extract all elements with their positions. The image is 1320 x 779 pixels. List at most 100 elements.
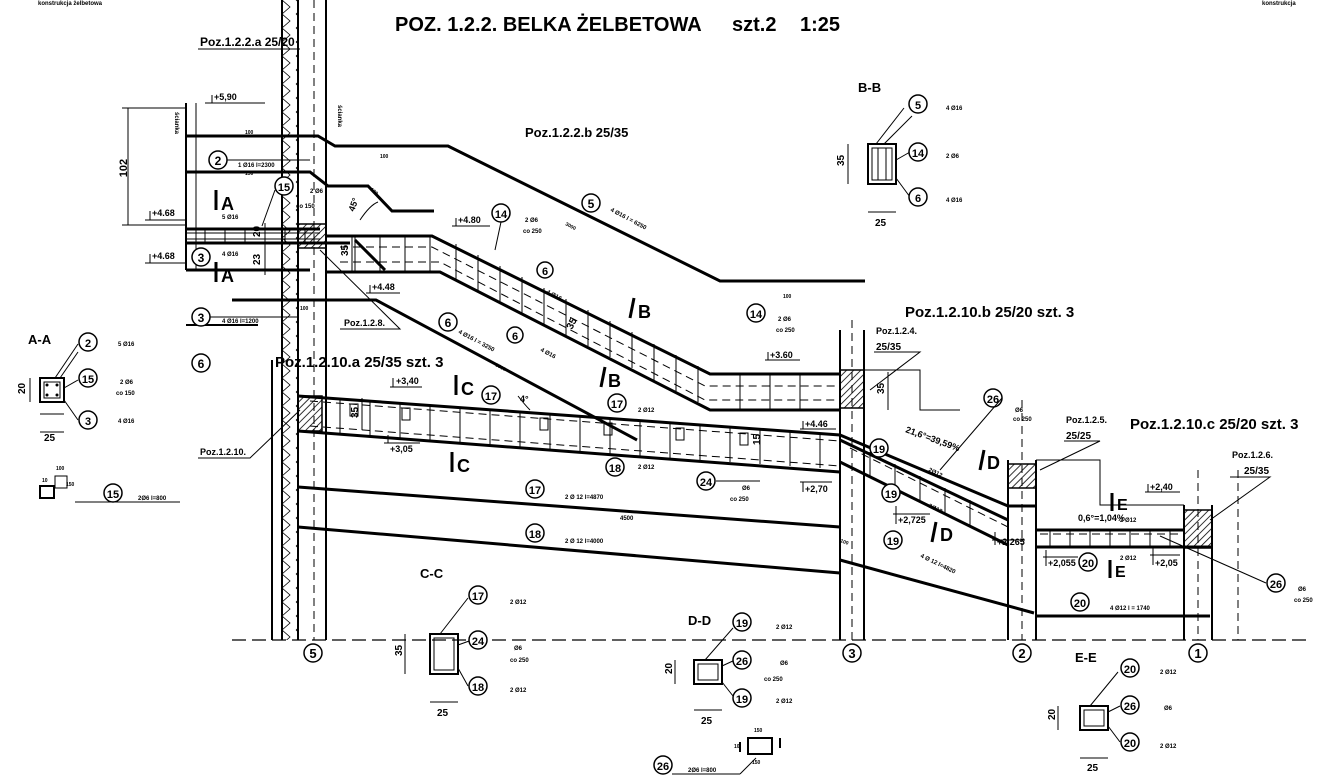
svg-text:4 Ø16 l=1200: 4 Ø16 l=1200 <box>222 319 259 325</box>
svg-text:5 Ø16: 5 Ø16 <box>118 342 135 348</box>
angle-4-arc <box>517 395 531 411</box>
position-label-126: Poz.1.2.6. <box>1232 450 1273 460</box>
svg-text:2 Ø12: 2 Ø12 <box>1120 518 1137 524</box>
svg-text:20: 20 <box>1047 708 1058 720</box>
position-label-1210: Poz.1.2.10. <box>200 447 246 457</box>
svg-text:co 250: co 250 <box>764 677 783 683</box>
dim-15: 15 <box>752 433 763 445</box>
svg-text:20: 20 <box>252 225 263 237</box>
svg-text:2: 2 <box>1018 646 1025 661</box>
svg-text:2 Ø12: 2 Ø12 <box>638 465 655 471</box>
svg-text:A: A <box>221 266 234 286</box>
beam-122b <box>326 234 960 412</box>
mark-6a: 6 <box>191 353 211 373</box>
beam-1210b <box>839 438 1037 547</box>
drawing-title: POZ. 1.2.2. BELKA ŻELBETOWA <box>395 13 702 36</box>
svg-text:D: D <box>987 453 1000 473</box>
svg-text:+4.48: +4.48 <box>372 282 395 292</box>
svg-text:14: 14 <box>495 209 508 221</box>
mark-2: 2 1 Ø16 l=2300 <box>208 150 310 170</box>
svg-text:3: 3 <box>198 311 205 325</box>
dim-100-f: 100 <box>839 538 849 547</box>
dim-100-c: 100 <box>369 187 379 197</box>
svg-text:B: B <box>608 371 621 391</box>
position-label-128: Poz.1.2.8. <box>344 318 385 328</box>
dim-35-b: 35 <box>340 236 353 272</box>
svg-text:B: B <box>638 302 651 322</box>
level-446: +4.46 <box>800 419 836 430</box>
svg-text:+2,055: +2,055 <box>1048 558 1076 568</box>
svg-text:6: 6 <box>445 316 452 330</box>
mark-26a: 26 Ø6 co 250 <box>939 388 1032 471</box>
dim-label-ścianka-2: ścianka <box>336 105 342 128</box>
svg-text:14: 14 <box>750 309 763 321</box>
svg-text:24: 24 <box>472 636 485 648</box>
svg-text:4 Ø16: 4 Ø16 <box>222 252 239 258</box>
svg-text:18: 18 <box>529 529 541 541</box>
svg-text:5: 5 <box>588 197 595 211</box>
svg-text:102: 102 <box>118 159 130 177</box>
svg-text:2 Ø6: 2 Ø6 <box>310 189 324 195</box>
svg-text:23: 23 <box>252 253 263 265</box>
svg-text:+3.60: +3.60 <box>770 350 793 360</box>
angle-4: 4° <box>520 394 529 404</box>
wall-top-left <box>185 103 197 270</box>
section-cut-E: E E <box>1108 493 1128 581</box>
svg-text:15: 15 <box>278 182 290 194</box>
svg-text:2 Ø12: 2 Ø12 <box>1120 556 1137 562</box>
svg-text:2 Ø6: 2 Ø6 <box>525 218 539 224</box>
svg-text:19: 19 <box>736 618 748 630</box>
level-360: +3.60 <box>765 350 800 361</box>
svg-text:14: 14 <box>912 148 925 160</box>
svg-text:150: 150 <box>752 760 761 766</box>
column-axis-2 <box>1007 400 1037 640</box>
mark-14b: 14 2 Ø6 co 250 <box>746 303 795 334</box>
svg-text:C: C <box>457 456 470 476</box>
svg-text:2 Ø6: 2 Ø6 <box>120 380 134 386</box>
position-label-124-size: 25/35 <box>876 342 901 353</box>
position-label-1210c: Poz.1.2.10.c 25/20 szt. 3 <box>1130 416 1298 433</box>
svg-text:25: 25 <box>701 716 713 727</box>
svg-text:Ø6: Ø6 <box>514 646 523 652</box>
svg-text:D: D <box>940 525 953 545</box>
axis-bubble-2: 2 <box>1012 643 1032 663</box>
axis-bubble-1: 1 <box>1188 643 1208 663</box>
svg-text:2 Ø6: 2 Ø6 <box>946 154 960 160</box>
section-CC-title: C-C <box>420 566 444 581</box>
svg-text:10: 10 <box>42 478 48 484</box>
mark-14a: 14 2 Ø6 co 250 <box>491 203 542 251</box>
svg-text:19: 19 <box>873 444 885 456</box>
bar-upper-hook <box>340 184 434 213</box>
level-240: +2,40 <box>1145 482 1180 493</box>
mark-6c: 6 4 Ø16 <box>506 326 557 361</box>
svg-text:+4.46: +4.46 <box>805 419 828 429</box>
section-AA: A-A 20 25 2 5 Ø16 15 2 Ø6 co 150 3 4 Ø16 <box>17 332 135 444</box>
wall-left <box>271 0 327 640</box>
svg-text:19: 19 <box>736 694 748 706</box>
mark-20a: 20 2 Ø12 2 Ø12 <box>1078 518 1137 572</box>
mark-26b: 26 Ø6 co 250 <box>1159 535 1313 604</box>
svg-text:24: 24 <box>700 477 713 489</box>
svg-text:2 Ø12: 2 Ø12 <box>1160 744 1177 750</box>
section-AA-title: A-A <box>28 332 52 347</box>
svg-text:25: 25 <box>437 708 449 719</box>
angle-45: 45° <box>346 196 360 213</box>
drawing-quantity: szt.2 <box>732 14 776 36</box>
drawing-scale: 1:25 <box>800 14 840 36</box>
svg-text:+2,70: +2,70 <box>805 484 828 494</box>
svg-text:35: 35 <box>876 382 887 394</box>
section-cut-B: B B <box>599 297 651 391</box>
position-label-1210a: Poz.1.2.10.a 25/35 szt. 3 <box>275 354 443 371</box>
section-CC: C-C 35 25 17 2 Ø12 24 Ø6 co 250 18 2 Ø12 <box>394 566 529 719</box>
dim-100-a: 100 <box>245 130 254 136</box>
section-BB-title: B-B <box>858 80 881 95</box>
slope-2: 0,6°=1,04% <box>1078 513 1125 523</box>
position-label-124: Poz.1.2.4. <box>876 326 917 336</box>
dim-100-e: 100 <box>300 306 309 312</box>
svg-text:20: 20 <box>1082 558 1094 570</box>
mark-17b: 17 2 Ø12 <box>607 393 655 414</box>
level-270: +2,70 <box>800 481 832 494</box>
dim-label-ścianka-1: ścianka <box>173 112 179 135</box>
leader-126 <box>1209 476 1272 521</box>
